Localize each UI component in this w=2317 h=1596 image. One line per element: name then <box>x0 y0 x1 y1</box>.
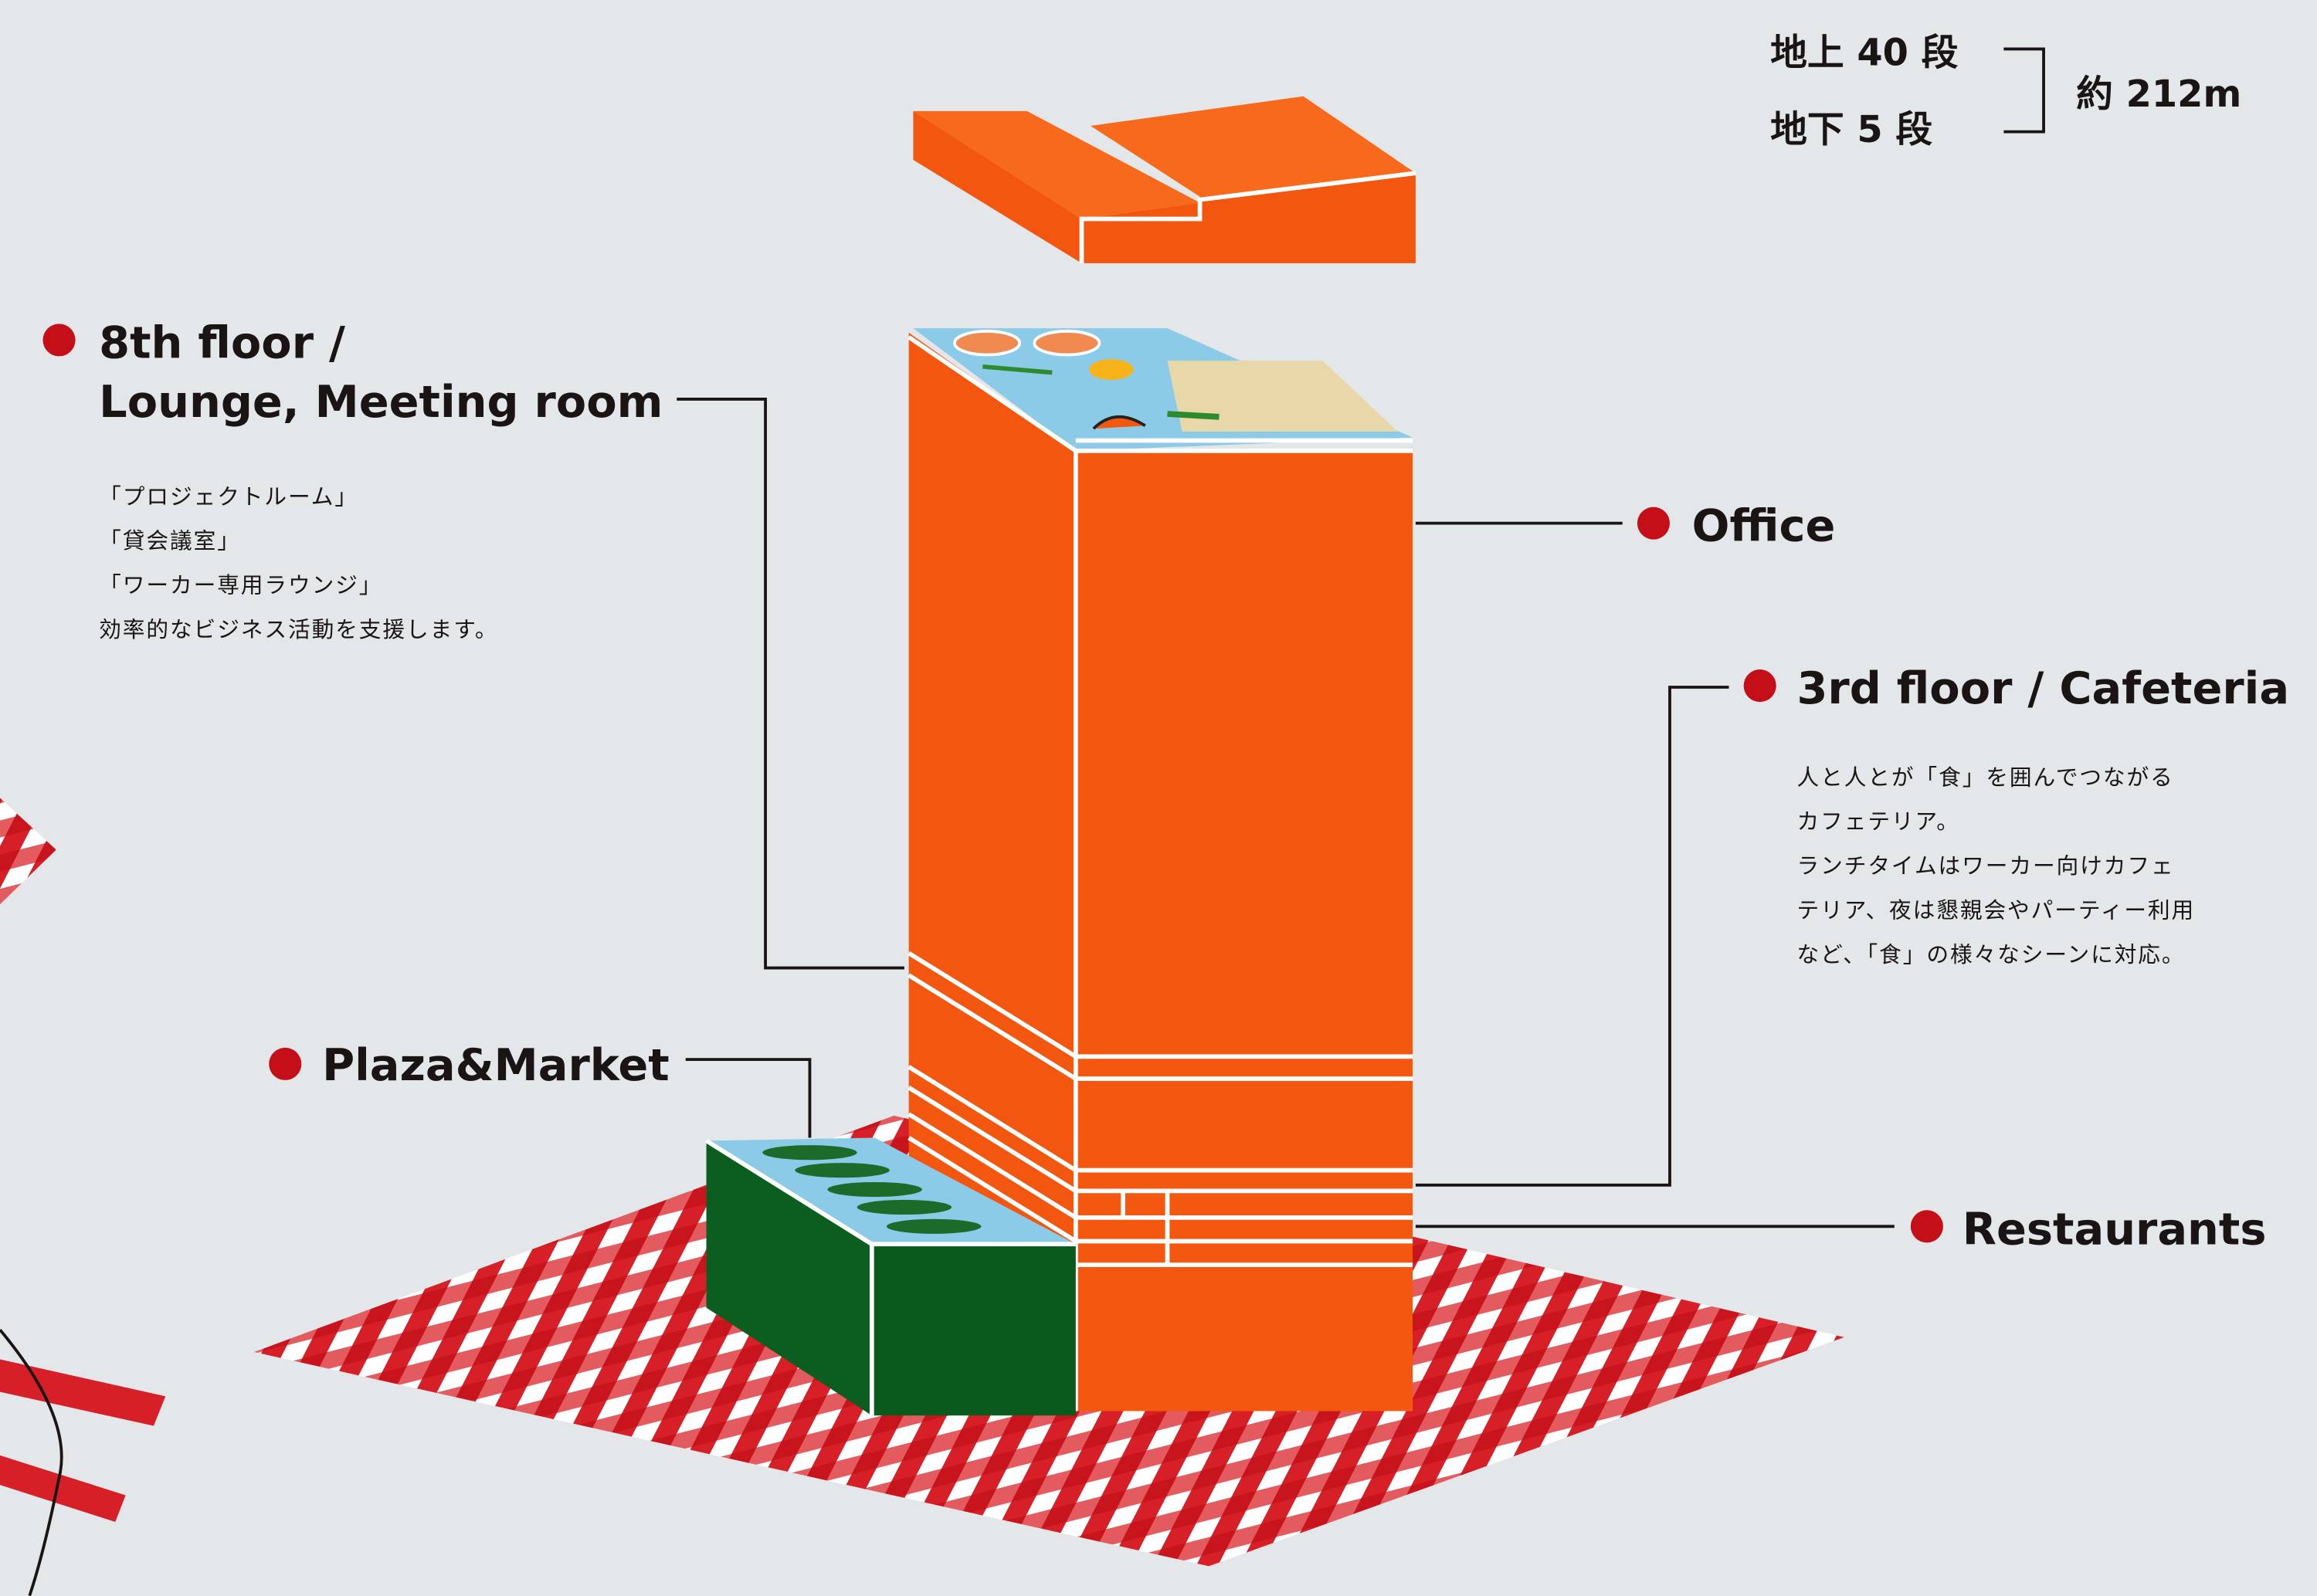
cafeteria-title: 3rd floor / Cafeteria <box>1797 662 2290 714</box>
connector-lounge <box>677 398 904 970</box>
tower <box>907 328 1413 1411</box>
height-bracket <box>2003 47 2045 134</box>
bullet-dot <box>1637 507 1670 540</box>
bullet-dot <box>1743 669 1776 703</box>
office-title: Office <box>1692 500 1836 552</box>
cafeteria-body-2: カフェテリア。 <box>1797 808 1960 835</box>
restaurants-title: Restaurants <box>1962 1203 2267 1255</box>
cafeteria-body-1: 人と人とが「食」を囲んでつながる <box>1797 764 2174 790</box>
lounge-body-1: 「プロジェクトルーム」 <box>99 483 358 510</box>
plaza-title: Plaza&Market <box>322 1039 670 1091</box>
cafeteria-body-4: テリア、夜は懇親会やパーティー利用 <box>1797 896 2196 923</box>
connector-cafeteria <box>1415 686 1729 1187</box>
roof-block <box>913 96 1416 263</box>
bullet-dot <box>269 1047 302 1080</box>
lounge-title-2: Lounge, Meeting room <box>99 376 663 428</box>
left-edge-decoration <box>0 798 166 1596</box>
bullet-dot <box>1910 1210 1943 1243</box>
lounge-body-2: 「貸会議室」 <box>99 527 241 554</box>
below-ground-floors: 地下 5 段 <box>1770 109 1932 151</box>
lounge-body-3: 「ワーカー専用ラウンジ」 <box>99 572 382 598</box>
total-height: 約 212m <box>2076 73 2241 116</box>
above-ground-floors: 地上 40 段 <box>1770 32 1959 75</box>
cafeteria-body-3: ランチタイムはワーカー向けカフェ <box>1797 852 2175 879</box>
plaza-block <box>705 1137 1076 1416</box>
lounge-title-1: 8th floor / <box>99 317 345 368</box>
connector-plaza <box>685 1058 812 1138</box>
lounge-body-4: 効率的なビジネス活動を支援します。 <box>99 616 498 642</box>
cafeteria-body-5: など、「食」の様々なシーンに対応。 <box>1797 941 2186 967</box>
bullet-dot <box>42 324 76 357</box>
